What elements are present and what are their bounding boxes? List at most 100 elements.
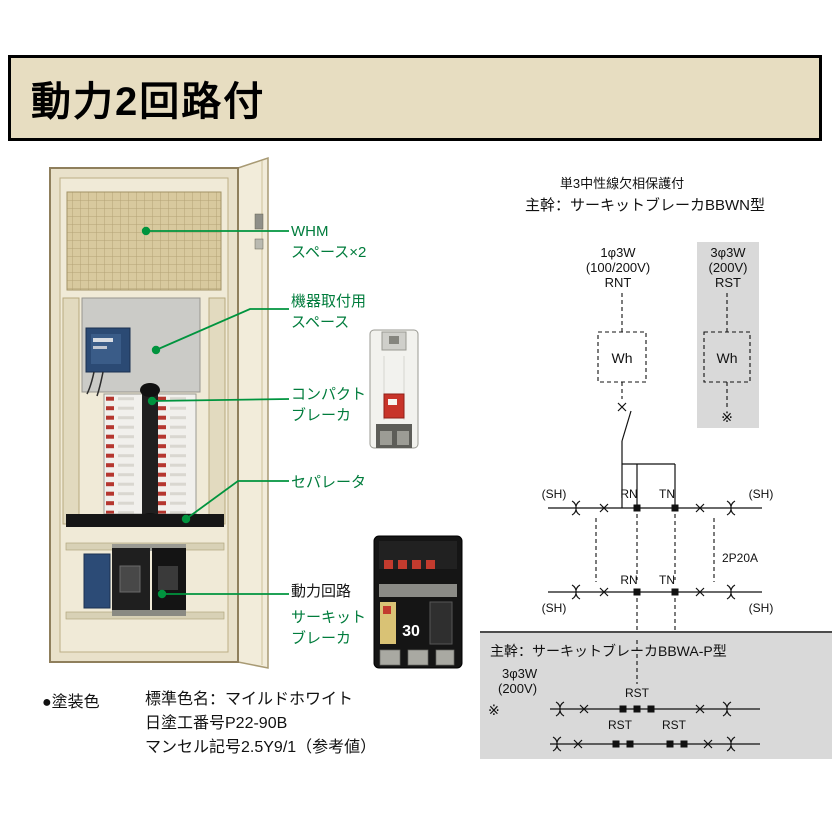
bbwa-main-label: 主幹：サーキットブレーカBBWA-P型: [490, 643, 727, 659]
paint-color-munsell: マンセル記号2.5Y9/1（参考値）: [145, 739, 377, 756]
callout-line: セパレータ: [291, 474, 367, 491]
drawout-contact: [726, 736, 736, 752]
terminal-square: [671, 504, 679, 512]
terminal-square: [671, 588, 679, 596]
bbwn-section: 単3中性線欠相保護付 主幹：サーキットブレーカBBWN型 1φ3W (100/2…: [525, 176, 773, 630]
contact-cross: [703, 739, 713, 749]
page-title-box: 動力2回路付: [8, 55, 822, 141]
drawout-contact: [722, 701, 732, 717]
callout-line: ブレーカ: [291, 630, 352, 647]
contact-cross: [599, 587, 609, 597]
sh-label: (SH): [542, 601, 567, 615]
contact-cross: [695, 587, 705, 597]
power-breaker-unit: [65, 542, 225, 620]
branch-rating: 2P20A: [722, 551, 758, 565]
door-latch: [254, 213, 264, 230]
terminal-square: [666, 740, 674, 748]
sh-label: (SH): [749, 487, 774, 501]
terminal-square: [619, 705, 627, 713]
callout-dots: [141, 226, 191, 599]
circuit-diagram: 単3中性線欠相保護付 主幹：サーキットブレーカBBWN型 1φ3W (100/2…: [480, 176, 832, 759]
bbwa-feed-phase: 3φ3W: [502, 666, 538, 681]
sh-label: (SH): [542, 487, 567, 501]
inter-row-links: [595, 514, 715, 582]
rst-label: RST: [625, 686, 650, 700]
callout-line: 動力回路: [291, 583, 352, 600]
drawout-contact: [552, 736, 562, 752]
mccb-rating-label: 30: [402, 623, 420, 640]
callout-line: コンパクト: [291, 386, 367, 403]
mounting-rail-left: [62, 297, 80, 525]
callout-pointer-lines: [146, 230, 290, 595]
contact-cross: [695, 503, 705, 513]
tn-label: TN: [659, 487, 675, 501]
breaker-blade: [621, 410, 632, 442]
feed-left-label: 1φ3W (100/200V) RNT: [586, 245, 650, 290]
drawout-contact: [571, 500, 581, 516]
tn-label: TN: [659, 573, 675, 587]
callout-line: 機器取付用: [291, 293, 367, 310]
callout-line: スペース×2: [291, 244, 367, 261]
rst-label: RST: [662, 718, 687, 732]
compact-breaker-bank: [103, 383, 197, 527]
callout-line: スペース: [291, 314, 350, 331]
main-breaker: [85, 327, 131, 397]
contact-cross: [599, 503, 609, 513]
feed-right-voltage: (200V): [708, 260, 747, 275]
terminal-square: [680, 740, 688, 748]
contact-cross: [617, 402, 627, 412]
callout-separator: セパレータ: [291, 472, 366, 493]
branch-row-1: (SH) RN TN: [542, 487, 762, 516]
terminal-square: [633, 705, 641, 713]
mounting-rail-right: [208, 297, 226, 525]
rst-label: RST: [608, 718, 633, 732]
note-mark: ※: [488, 702, 500, 718]
mccb-photo: 30: [373, 535, 463, 669]
paint-color-name: 標準色名：マイルドホワイト: [145, 691, 354, 708]
terminal-square: [633, 504, 641, 512]
callout-power-circuit: 動力回路: [291, 581, 351, 602]
paint-color-code: 日塗工番号P22-90B: [145, 715, 288, 732]
door-latch: [254, 238, 264, 250]
wh-label: Wh: [717, 350, 738, 366]
branch-junction: [622, 463, 676, 505]
drawout-contact: [555, 701, 565, 717]
feed-right-label: 3φ3W (200V) RST: [708, 245, 747, 290]
bbwa-row-2: [550, 736, 760, 752]
terminal-square: [633, 588, 641, 596]
three-phase-feed-highlight: [697, 242, 759, 428]
drawout-contact: [571, 584, 581, 600]
feed-left-wires: RNT: [605, 275, 632, 290]
feed-to-bottom: [636, 598, 676, 630]
callout-line: WHM: [291, 223, 329, 240]
drawout-contact: [726, 500, 736, 516]
callout-compact-breaker: コンパクト ブレーカ: [291, 384, 366, 426]
callout-whm-space: WHM スペース×2: [291, 221, 366, 263]
feed-left-voltage: (100/200V): [586, 260, 650, 275]
wh-label: Wh: [612, 350, 633, 366]
rn-label: RN: [620, 487, 637, 501]
paint-color-heading: ●塗装色: [42, 694, 100, 711]
callout-power-circuit-breaker: サーキット ブレーカ: [291, 607, 366, 649]
callout-line: ブレーカ: [291, 407, 352, 424]
bbwa-section-background: [480, 633, 832, 759]
whm-space-mesh: [66, 191, 222, 291]
cabinet-door: [237, 156, 269, 669]
page-title: 動力2回路付: [31, 80, 266, 124]
feed-right-phase: 3φ3W: [710, 245, 746, 260]
callout-mounting-space: 機器取付用 スペース: [291, 291, 366, 333]
terminal-square: [612, 740, 620, 748]
cabinet: [49, 156, 269, 669]
callout-line: サーキット: [291, 609, 367, 626]
note-mark: ※: [721, 409, 733, 425]
contact-cross: [695, 704, 705, 714]
separator-bar: [66, 514, 224, 527]
terminal-square: [647, 705, 655, 713]
bbwa-row-1: [550, 701, 760, 717]
contact-cross: [579, 704, 589, 714]
terminal-square: [626, 740, 634, 748]
feed-left-phase: 1φ3W: [600, 245, 636, 260]
panel-illustration: 30: [49, 156, 463, 669]
protection-note: 単3中性線欠相保護付: [560, 176, 684, 191]
branch-row-2: RN TN (SH) (SH): [542, 573, 774, 615]
